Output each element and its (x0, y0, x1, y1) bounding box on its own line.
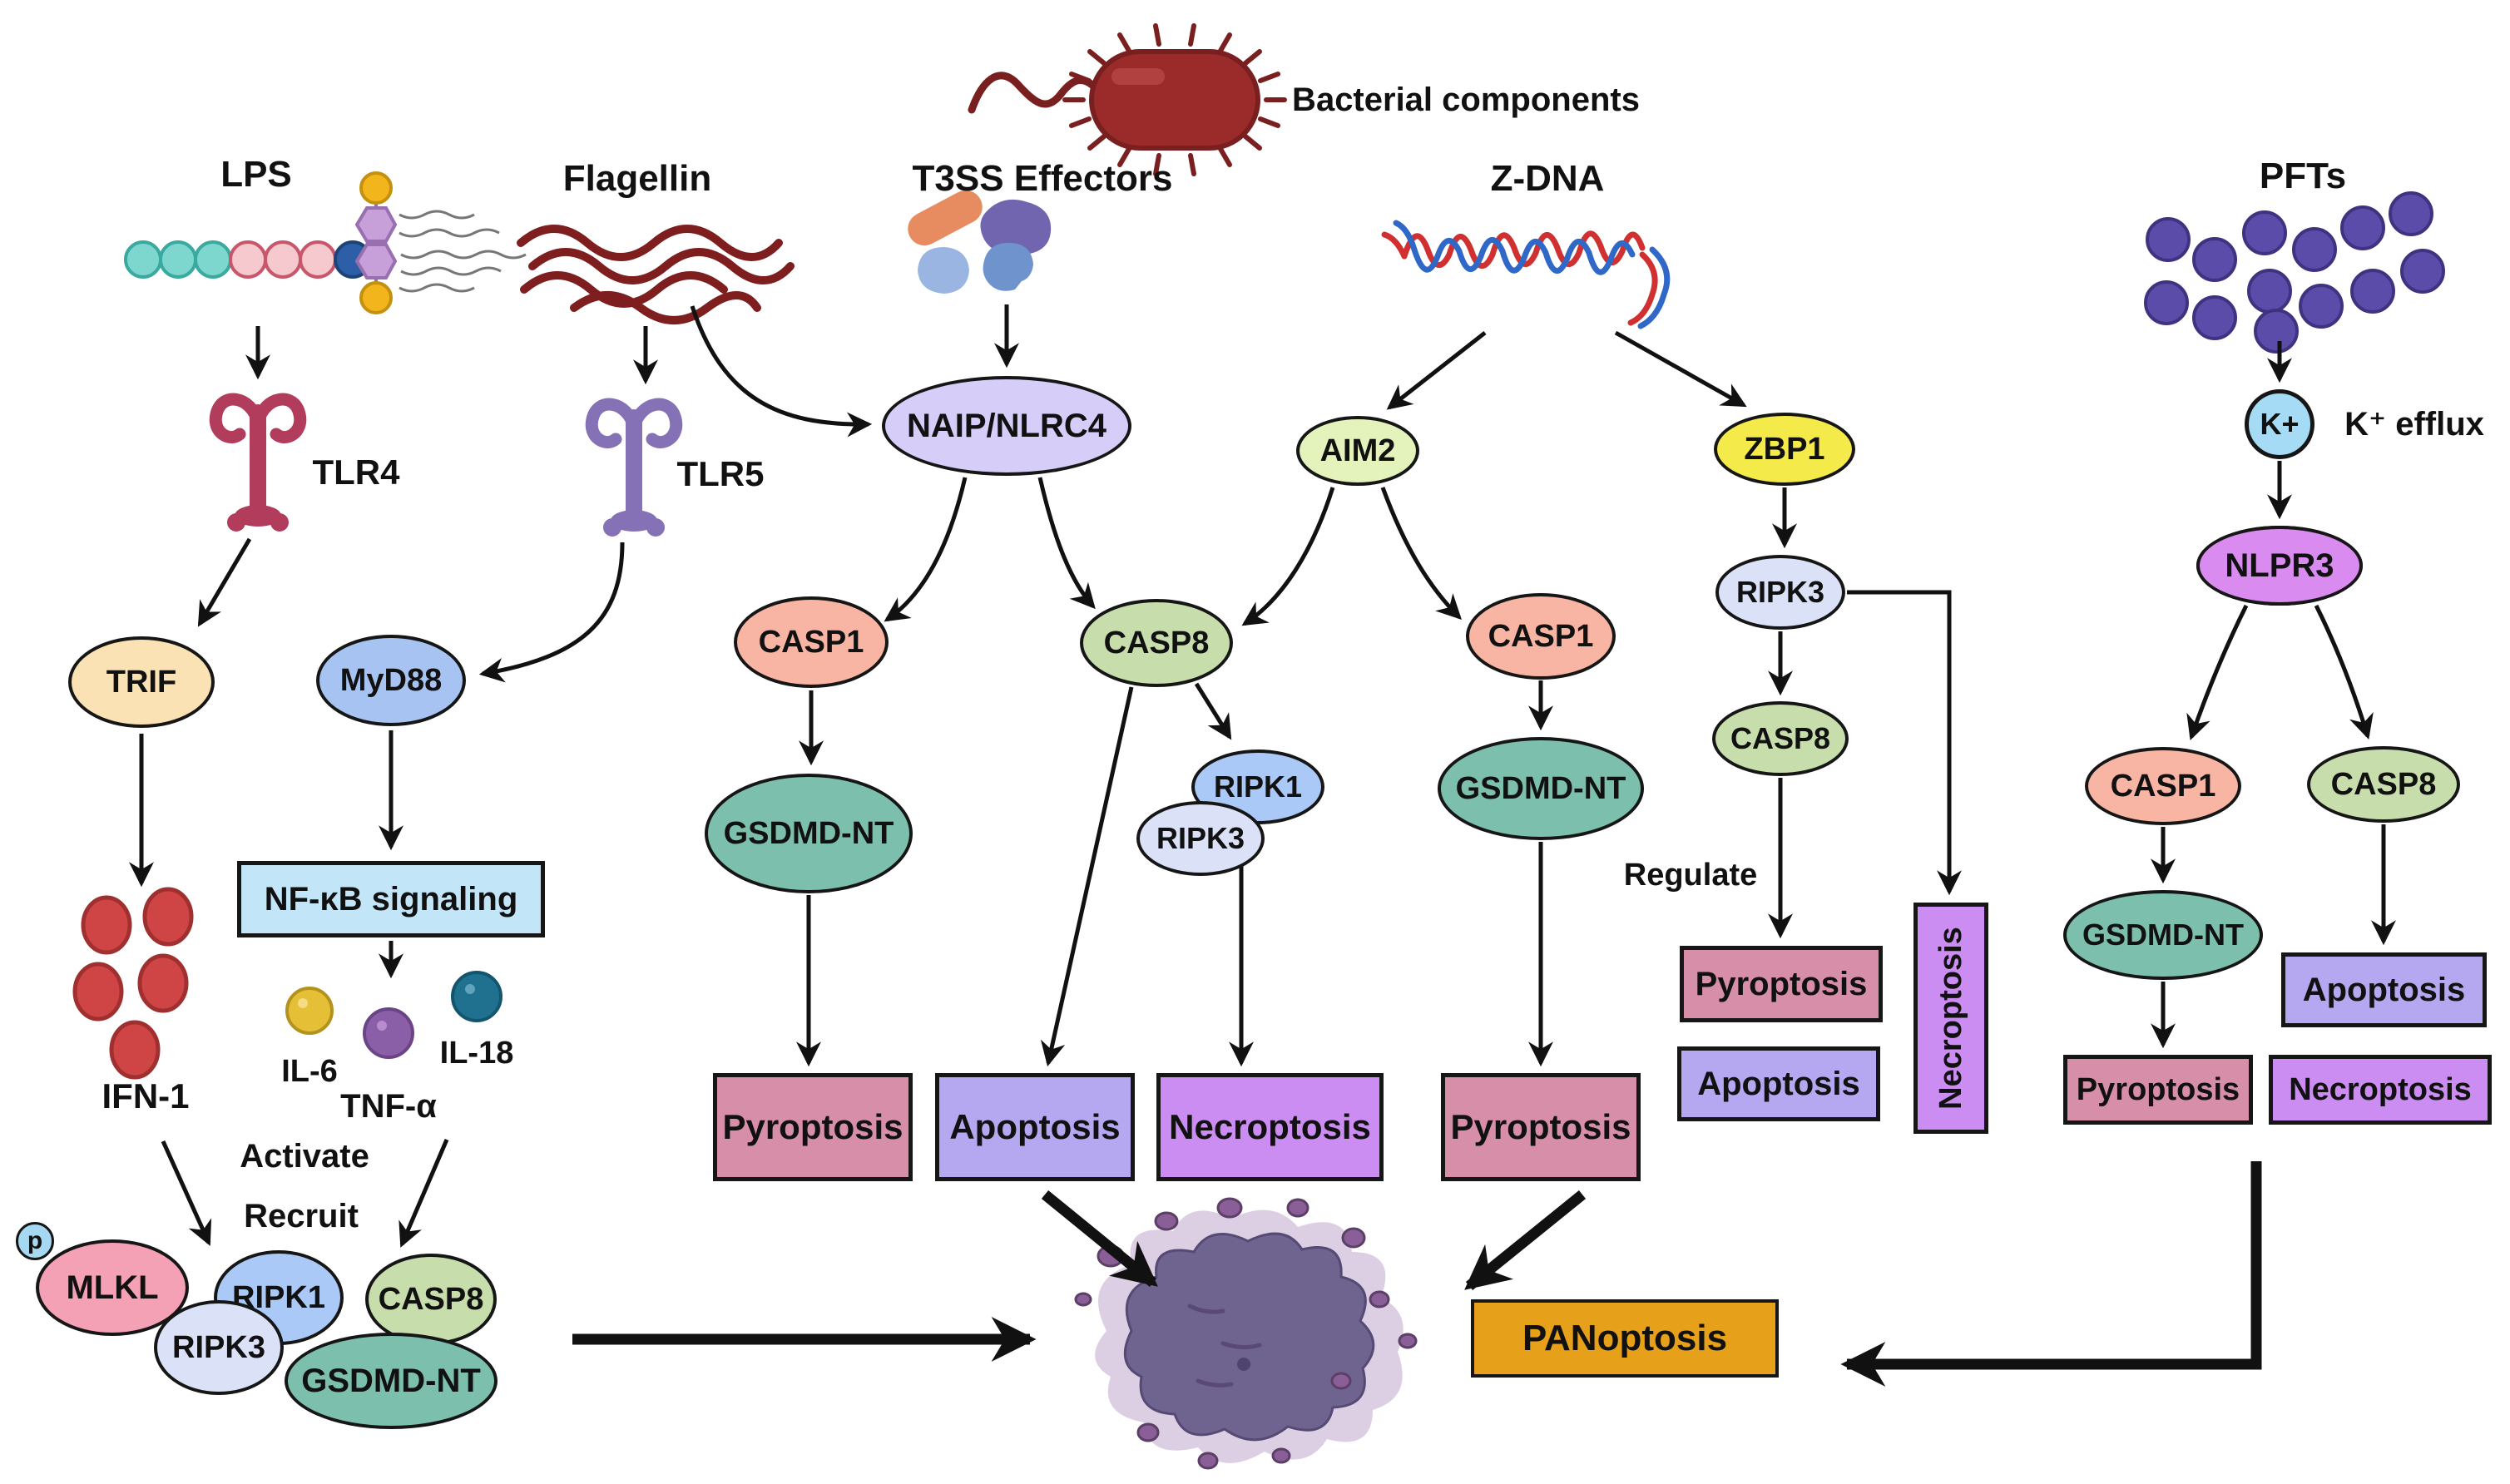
necroptosis-vertical-text: Necroptosis (1933, 927, 1968, 1110)
il18-icon (451, 971, 502, 1022)
box-panoptosis: PANoptosis (1471, 1299, 1779, 1378)
il6-label: IL-6 (281, 1054, 338, 1089)
node-mlkl: MLKL (36, 1239, 189, 1336)
node-casp1-aim2: CASP1 (1466, 593, 1616, 680)
node-gsdmd-complex: GSDMD-NT (285, 1333, 498, 1429)
il6-icon (285, 987, 334, 1035)
regulate-label: Regulate (1623, 858, 1758, 893)
tnf-alpha-label: TNF-α (340, 1088, 437, 1125)
z-dna-label: Z-DNA (1490, 158, 1605, 199)
box-pyroptosis-pft: Pyroptosis (2063, 1055, 2253, 1125)
ifn1-label: IFN-1 (101, 1076, 190, 1115)
box-apoptosis-zbp1: Apoptosis (1677, 1046, 1880, 1121)
node-naip-nlrc4: NAIP/NLRC4 (882, 376, 1131, 476)
node-myd88: MyD88 (316, 635, 466, 726)
il18-label: IL-18 (439, 1036, 514, 1071)
lps-icon (124, 171, 527, 314)
lps-label: LPS (220, 154, 292, 195)
tlr5-label: TLR5 (676, 454, 765, 493)
tlr4-label: TLR4 (312, 453, 400, 492)
flagellin-icon (517, 225, 795, 324)
node-phospho: p (16, 1222, 54, 1260)
box-apoptosis-center: Apoptosis (935, 1073, 1135, 1181)
box-pyroptosis-zbp1: Pyroptosis (1680, 946, 1883, 1022)
tlr4-icon (215, 399, 300, 532)
z-dna-icon (1381, 220, 1671, 329)
node-casp8-zbp1: CASP8 (1712, 701, 1849, 776)
node-k-plus: K+ (2245, 389, 2314, 459)
box-necroptosis-center: Necroptosis (1156, 1073, 1384, 1181)
node-trif: TRIF (68, 636, 215, 728)
node-ripk3-center: RIPK3 (1136, 801, 1265, 876)
node-casp8-complex: CASP8 (365, 1254, 497, 1345)
node-casp8-center: CASP8 (1080, 599, 1233, 687)
bacterium-icon (968, 23, 1287, 176)
pfts-label: PFTs (2259, 156, 2347, 196)
recruit-label: Recruit (244, 1198, 359, 1234)
node-gsdmd-aim2: GSDMD-NT (1438, 737, 1644, 840)
node-casp1-naip: CASP1 (734, 596, 889, 688)
box-necroptosis-zbp1: Necroptosis (1913, 903, 1988, 1134)
box-apoptosis-pft: Apoptosis (2281, 952, 2487, 1027)
t3ss-effectors-icon (908, 190, 1052, 294)
convergence-arrows (572, 1161, 2262, 1387)
activate-label: Activate (240, 1138, 369, 1175)
flagellin-label: Flagellin (562, 158, 712, 199)
node-zbp1: ZBP1 (1714, 413, 1855, 486)
node-gsdmd-pft: GSDMD-NT (2063, 890, 2263, 980)
pfts-icon (2144, 191, 2445, 354)
k-efflux-label: K⁺ efflux (2344, 406, 2484, 443)
pathway-arrows (129, 304, 2396, 1248)
t3ss-effectors-label: T3SS Effectors (912, 158, 1173, 199)
node-ripk3-complex: RIPK3 (154, 1300, 284, 1395)
box-necroptosis-pft: Necroptosis (2269, 1055, 2492, 1125)
node-casp1-pft: CASP1 (2085, 747, 2241, 825)
node-gsdmd-naip: GSDMD-NT (705, 774, 913, 893)
bacterial-components-label: Bacterial components (1292, 82, 1640, 118)
node-casp8-pft: CASP8 (2307, 746, 2460, 823)
node-nlpr3: NLPR3 (2196, 526, 2363, 606)
node-ripk3-zbp1: RIPK3 (1715, 555, 1845, 630)
node-aim2: AIM2 (1296, 416, 1419, 486)
dying-cell-icon (1074, 1197, 1418, 1470)
node-nfkb-signaling: NF-κB signaling (237, 861, 545, 937)
tnf-alpha-icon (363, 1007, 414, 1059)
ifn1-icon (72, 887, 194, 1080)
box-pyroptosis-aim2: Pyroptosis (1441, 1073, 1641, 1181)
box-pyroptosis-naip: Pyroptosis (713, 1073, 913, 1181)
tlr5-icon (592, 404, 676, 537)
